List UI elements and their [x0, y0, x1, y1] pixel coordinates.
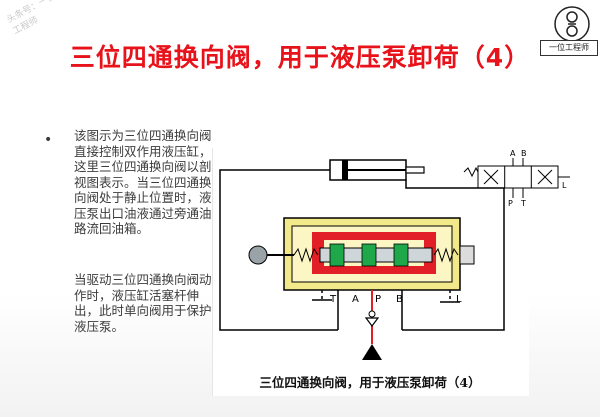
valve-iso-symbol: A B P T L [463, 149, 570, 208]
pump-symbol [362, 344, 382, 360]
check-valve [364, 310, 380, 327]
slide-title: 三位四通换向阀，用于液压泵卸荷（4） [69, 43, 531, 72]
port-label-b: B [396, 294, 403, 305]
manual-lever [248, 245, 294, 265]
hydraulic-cylinder [329, 159, 425, 181]
logo-caption: 一位工程师 [540, 40, 598, 56]
description-paragraph-1: 该图示为三位四通换向阀直接控制双作用液压缸，这里三位四通换向阀以剖视图表示。当三… [74, 128, 212, 236]
port-label-a: A [352, 294, 359, 305]
valve-body [283, 217, 461, 291]
diagram-caption: 三位四通换向阀，用于液压泵卸荷（4） [259, 375, 481, 390]
port-label-l: L [456, 294, 462, 305]
symbol-label-t: T [520, 199, 526, 208]
valve-cutaway-diagram: T A P B L [219, 159, 505, 360]
symbol-label-l: L [562, 181, 567, 190]
detent-cap [459, 245, 475, 265]
port-label-p: P [375, 294, 381, 305]
port-label-t: T [329, 294, 337, 305]
symbol-label-a: A [510, 149, 516, 158]
description-paragraph-2: 当驱动三位四通换向阀动作时，液压缸活塞杆伸出，此时单向阀用于保护液压泵。 [74, 272, 212, 334]
symbol-label-p: P [508, 199, 513, 208]
symbol-label-b: B [521, 149, 527, 158]
bullet-marker: • [44, 132, 53, 148]
